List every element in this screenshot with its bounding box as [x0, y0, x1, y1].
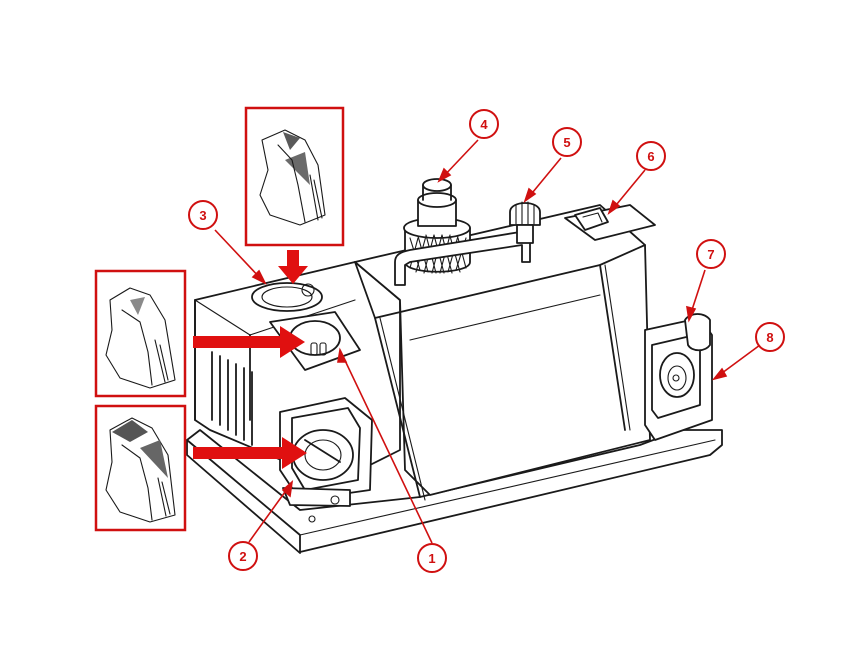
locking-knob — [509, 201, 541, 244]
callout-8: 8 — [755, 322, 785, 352]
arrow-right-front-port — [193, 437, 307, 469]
arrow-right-middle-port — [193, 326, 305, 358]
callout-3: 3 — [188, 200, 218, 230]
svg-text:2: 2 — [239, 549, 246, 564]
drill-tip-dark-icon — [105, 417, 176, 523]
svg-text:3: 3 — [199, 208, 206, 223]
right-end-housing — [644, 313, 713, 441]
power-switch — [574, 207, 609, 231]
svg-text:8: 8 — [766, 330, 773, 345]
callout-7: 7 — [696, 239, 726, 269]
machine-illustration — [186, 178, 723, 554]
callout-4: 4 — [469, 109, 499, 139]
callout-1: 1 — [417, 543, 447, 573]
inset-top — [244, 106, 345, 247]
drill-tip-light-icon — [105, 287, 176, 389]
drill-tip-shaded-icon — [259, 129, 326, 226]
inset-bottom — [94, 404, 187, 532]
vent-slots — [211, 351, 253, 446]
svg-text:1: 1 — [428, 551, 435, 566]
svg-text:4: 4 — [480, 117, 488, 132]
inset-middle — [94, 269, 187, 398]
arrow-down-top-port — [278, 250, 308, 284]
middle-sharpening-port — [269, 311, 361, 371]
red-arrows — [193, 250, 308, 469]
top-sharpening-port — [251, 282, 323, 312]
callout-2: 2 — [228, 541, 258, 571]
callout-6: 6 — [636, 141, 666, 171]
svg-text:5: 5 — [563, 135, 570, 150]
svg-text:7: 7 — [707, 247, 714, 262]
svg-text:6: 6 — [647, 149, 654, 164]
callout-leaders — [214, 139, 761, 544]
split-point-port — [279, 397, 373, 523]
callout-5: 5 — [552, 127, 582, 157]
